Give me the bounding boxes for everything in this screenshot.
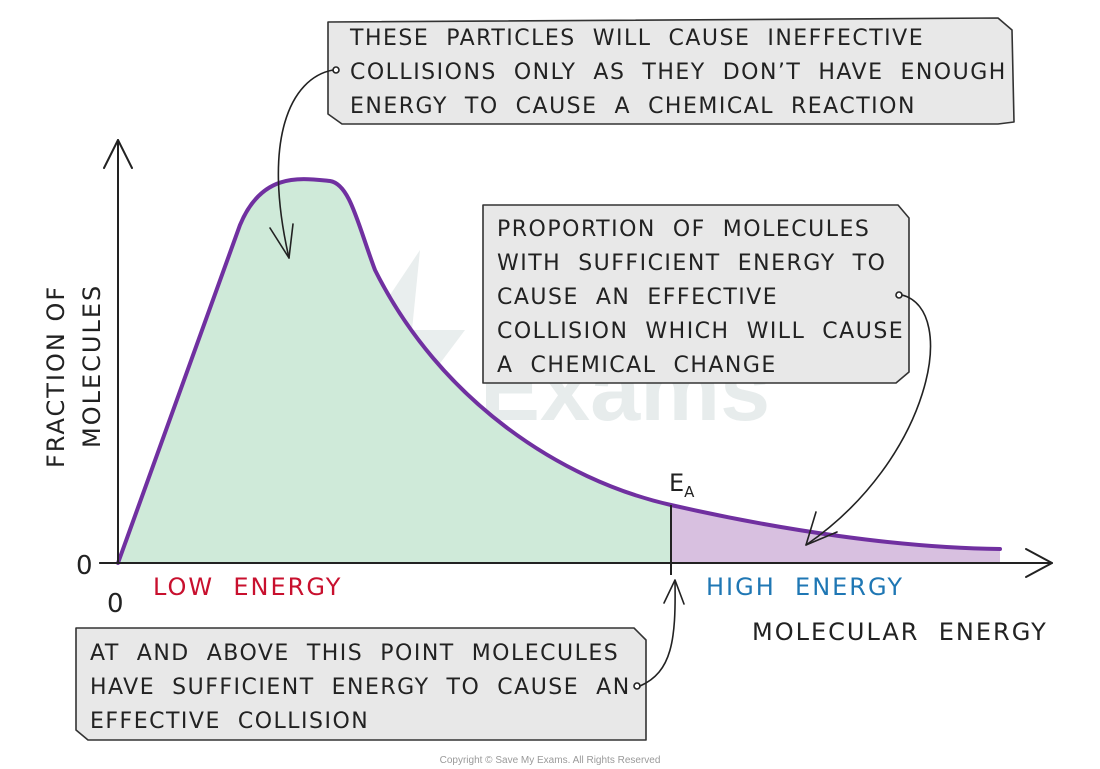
x-axis-label: MOLECULAR ENERGY (752, 618, 1048, 646)
pointer-arrowhead-bottom-icon (663, 579, 685, 605)
pointer-dot-bottom (633, 682, 641, 690)
callout-threshold-line3: EFFECTIVE COLLISION (90, 709, 369, 734)
callout-proportion-line2: WITH SUFFICIENT ENERGY TO (497, 251, 886, 276)
x-axis-arrow-icon (1025, 548, 1053, 578)
pointer-arrowhead-right-icon (805, 511, 838, 546)
pointer-dot-right (895, 291, 903, 299)
callout-proportion-line4: COLLISION WHICH WILL CAUSE (497, 319, 904, 344)
y-axis-label: FRACTION OF MOLECULES (42, 284, 106, 468)
callout-threshold: AT AND ABOVE THIS POINT MOLECULES HAVE S… (75, 627, 647, 741)
y-zero-label: 0 (76, 551, 93, 581)
high-energy-label: HIGH ENERGY (706, 573, 904, 601)
callout-ineffective: THESE PARTICLES WILL CAUSE INEFFECTIVE C… (327, 17, 1015, 125)
callout-proportion: PROPORTION OF MOLECULES WITH SUFFICIENT … (482, 204, 910, 384)
callout-ineffective-line3: ENERGY TO CAUSE A CHEMICAL REACTION (350, 94, 916, 119)
pointer-arrowhead-top-icon (269, 223, 294, 259)
callout-threshold-line2: HAVE SUFFICIENT ENERGY TO CAUSE AN (90, 675, 631, 700)
pointer-arrow-top (277, 69, 334, 259)
activation-energy-label: EA (669, 469, 695, 501)
y-axis-label-line1: FRACTION OF (42, 285, 70, 468)
callout-threshold-box (75, 627, 647, 741)
callout-proportion-box (482, 204, 910, 384)
pointer-arrow-bottom (639, 581, 676, 687)
pointer-arrow-right (805, 294, 932, 546)
callout-ineffective-line1: THESE PARTICLES WILL CAUSE INEFFECTIVE (349, 26, 924, 51)
x-zero-label: 0 (107, 589, 124, 619)
callout-ineffective-box (327, 17, 1015, 125)
low-energy-label: LOW ENERGY (153, 573, 342, 601)
callout-proportion-line3: CAUSE AN EFFECTIVE (497, 285, 778, 310)
high-energy-region (671, 505, 1000, 563)
pointer-dot-top (332, 66, 340, 74)
distribution-curve (116, 177, 1002, 565)
axes (99, 139, 1053, 578)
callout-threshold-line1: AT AND ABOVE THIS POINT MOLECULES (90, 641, 619, 666)
callout-proportion-line5: A CHEMICAL CHANGE (497, 353, 777, 378)
low-energy-region (118, 179, 671, 563)
activation-energy-symbol: E (669, 469, 684, 497)
callout-proportion-line1: PROPORTION OF MOLECULES (497, 217, 870, 242)
pointer-arrows (269, 66, 932, 690)
copyright-notice: Copyright © Save My Exams. All Rights Re… (440, 755, 661, 766)
activation-energy-subscript: A (684, 483, 695, 501)
callout-ineffective-line2: COLLISIONS ONLY AS THEY DON’T HAVE ENOUG… (350, 60, 1007, 85)
y-axis-arrow-icon (103, 139, 133, 169)
y-axis-label-line2: MOLECULES (78, 284, 106, 448)
